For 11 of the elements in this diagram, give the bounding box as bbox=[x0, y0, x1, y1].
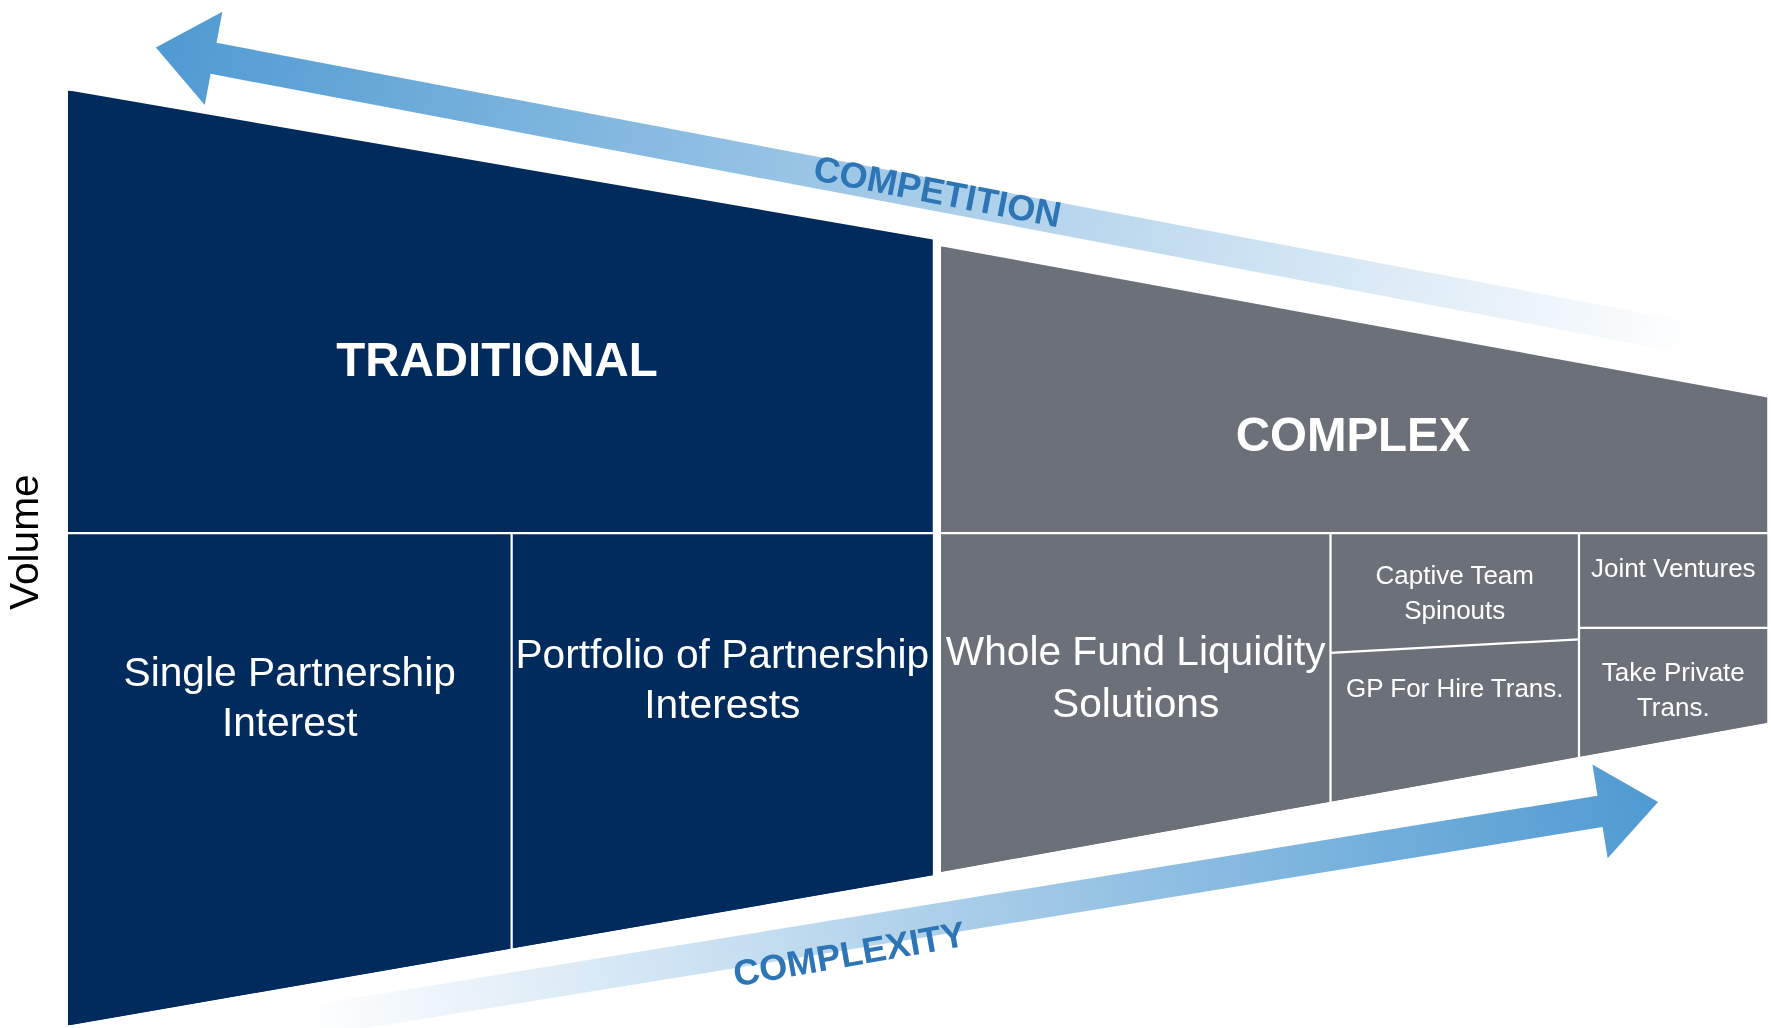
segment-label: Whole Fund Liquidity Solutions bbox=[944, 627, 1327, 729]
axis-label: Volume bbox=[1, 474, 49, 610]
segment-panel bbox=[1579, 628, 1768, 757]
segment-label: Portfolio of Partnership Interests bbox=[514, 629, 931, 730]
segment-label: Joint Ventures bbox=[1590, 552, 1757, 585]
segment-label: Take Private Trans. bbox=[1600, 656, 1746, 724]
segment-label: GP For Hire Trans. bbox=[1345, 672, 1565, 705]
section-heading: COMPLEX bbox=[1234, 407, 1472, 462]
segment-label: Single Partnership Interest bbox=[122, 647, 457, 748]
section-heading: TRADITIONAL bbox=[335, 333, 659, 388]
segment-label: Captive Team Spinouts bbox=[1374, 559, 1535, 627]
